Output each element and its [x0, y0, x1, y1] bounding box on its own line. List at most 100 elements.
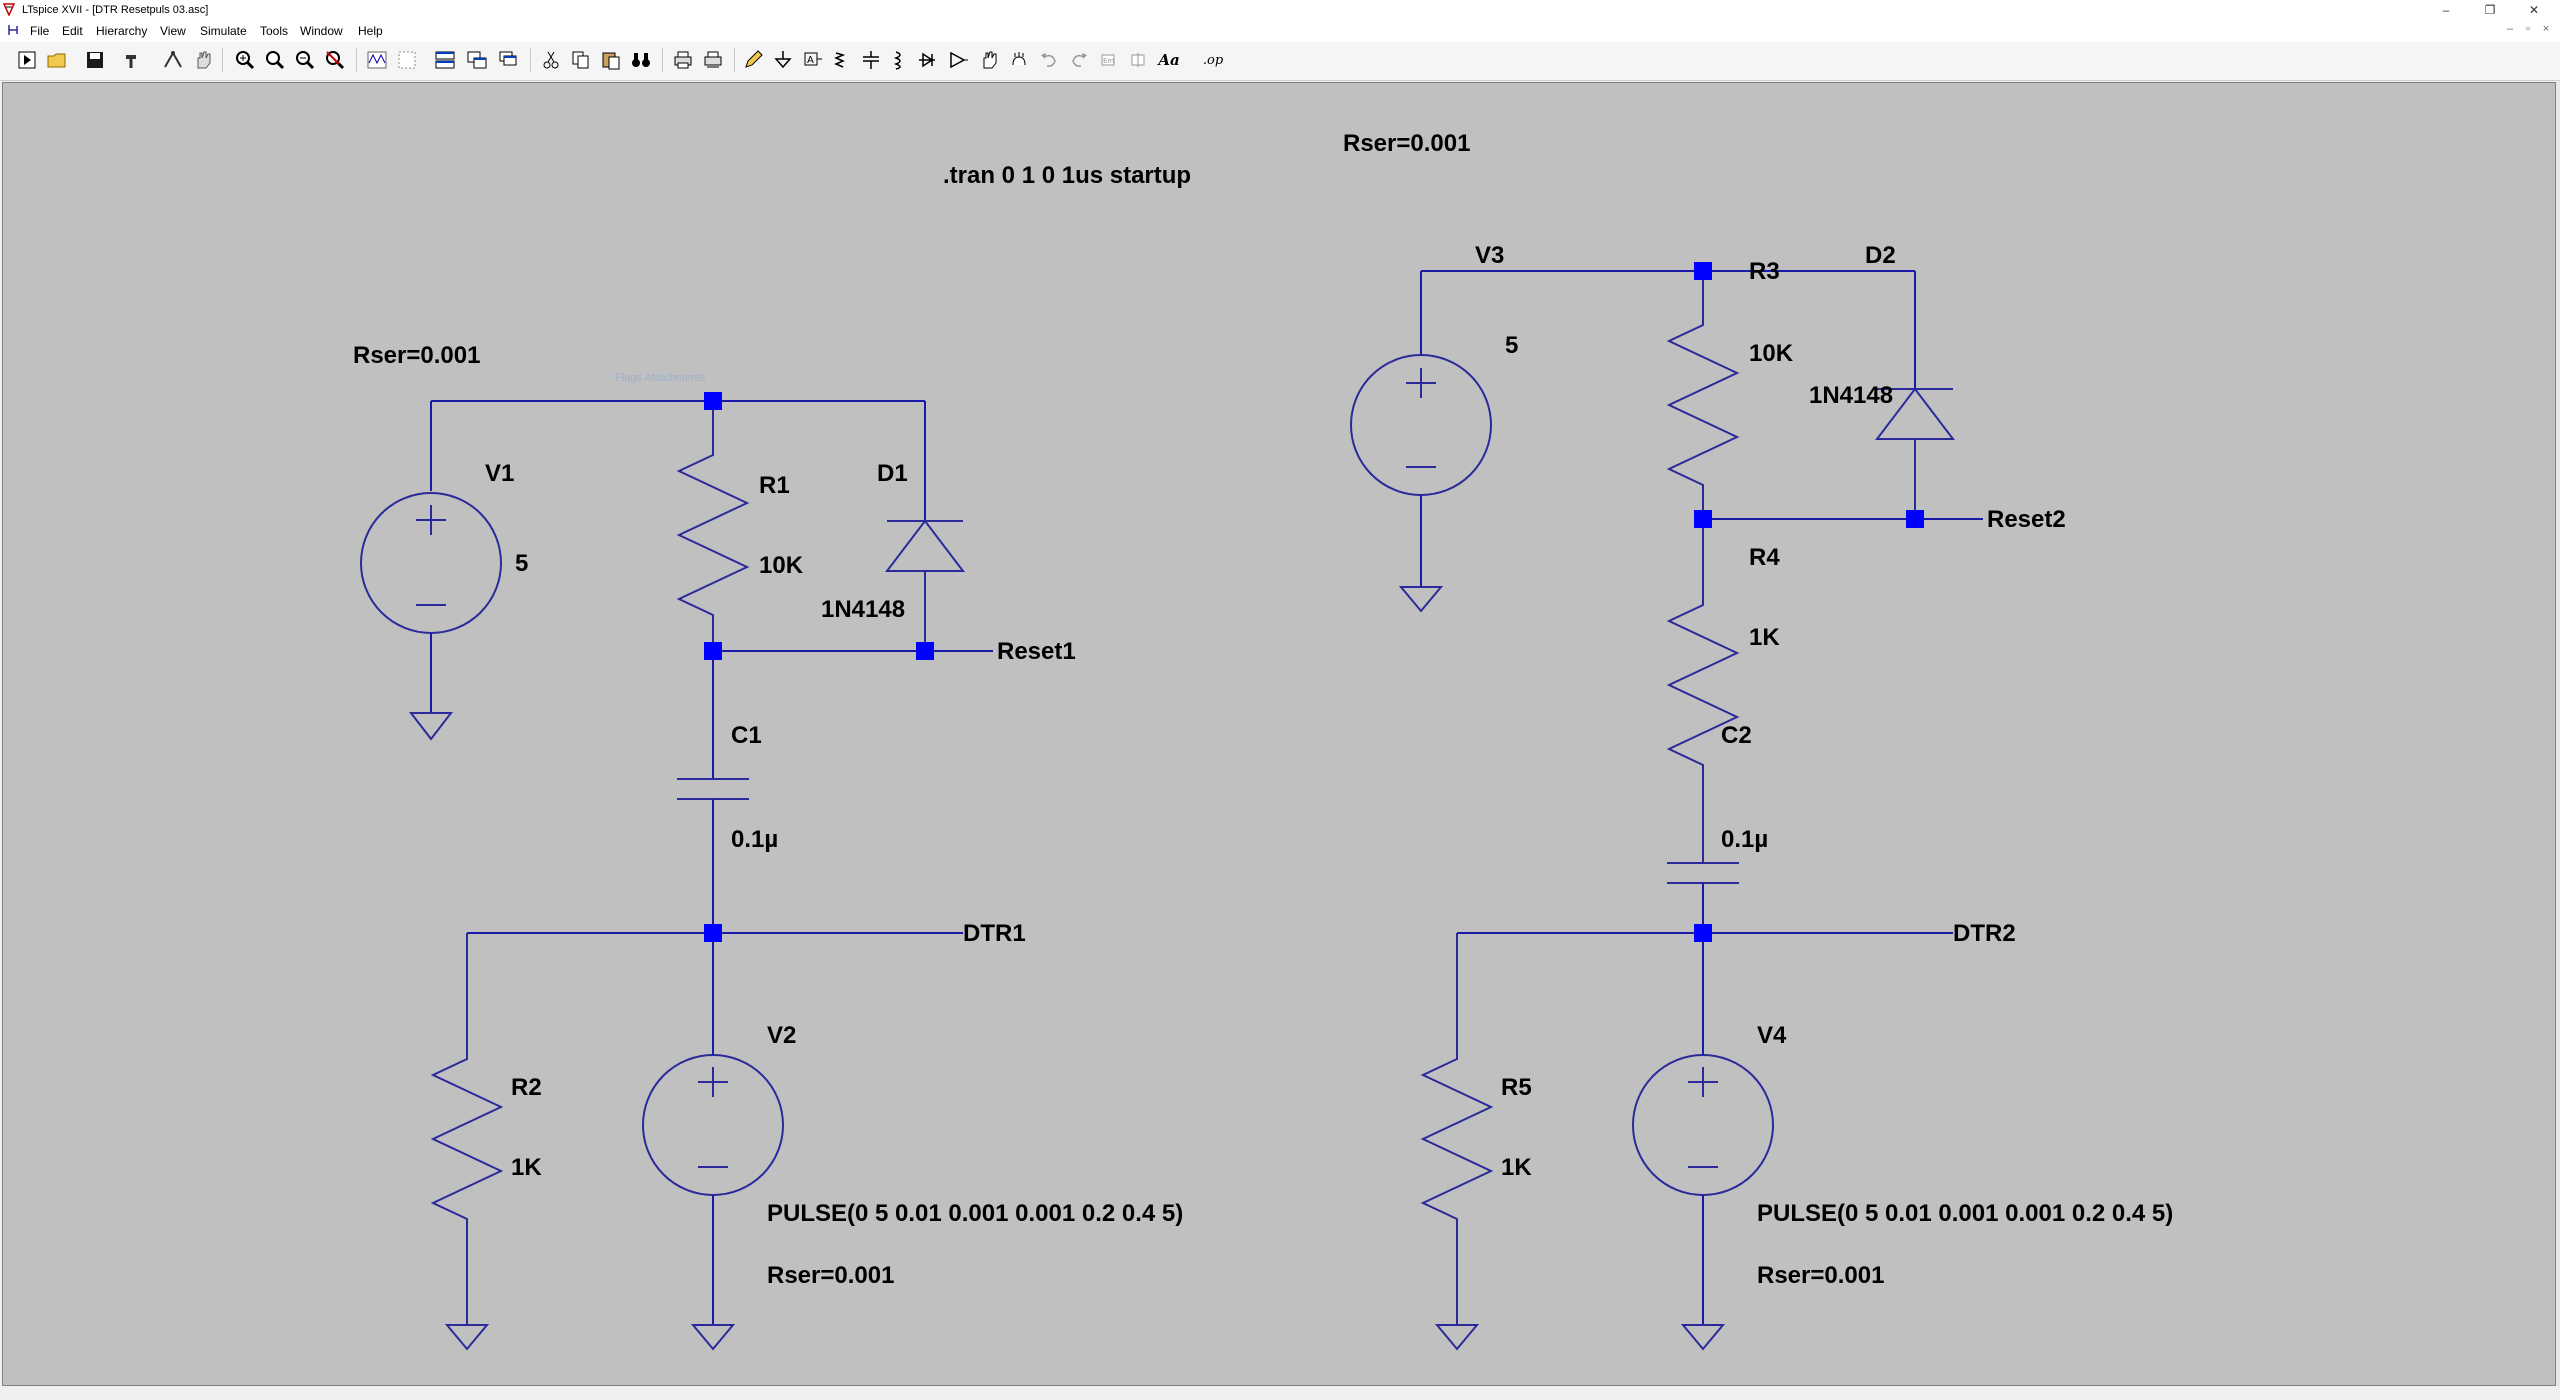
cascade-button[interactable]: [496, 47, 522, 73]
capacitor-button[interactable]: [858, 47, 884, 73]
d2-value-label[interactable]: 1N4148: [1809, 382, 1893, 409]
schematic-document-icon[interactable]: [6, 23, 20, 37]
v1-value-label[interactable]: 5: [515, 550, 528, 577]
r2-name-label[interactable]: R2: [511, 1074, 542, 1101]
tile-horizontal-button[interactable]: [432, 47, 458, 73]
close-button[interactable]: ✕: [2528, 3, 2540, 17]
rotate-button[interactable]: Em: [1096, 47, 1122, 73]
draw-wire-button[interactable]: [740, 47, 766, 73]
menu-help[interactable]: Help: [358, 24, 383, 38]
v2-value-label[interactable]: PULSE(0 5 0.01 0.001 0.001 0.2 0.4 5): [767, 1200, 1183, 1227]
open-button[interactable]: [44, 47, 70, 73]
find-button[interactable]: [628, 47, 654, 73]
d1-value-label[interactable]: 1N4148: [821, 596, 905, 623]
menu-view[interactable]: View: [160, 24, 186, 38]
dtr2-net-label[interactable]: DTR2: [1953, 920, 2016, 947]
ground-icon[interactable]: [444, 1324, 490, 1351]
schematic-canvas[interactable]: Flags Attachments Rser=0.001 V1 5 R1 10K…: [2, 82, 2556, 1386]
c1-name-label[interactable]: C1: [731, 722, 762, 749]
dtr1-net-label[interactable]: DTR1: [963, 920, 1026, 947]
c2-capacitor[interactable]: [1667, 862, 1739, 884]
move-button[interactable]: [976, 47, 1002, 73]
r5-value-label[interactable]: 1K: [1501, 1154, 1532, 1181]
restore-button[interactable]: ❐: [2484, 3, 2496, 17]
menu-simulate[interactable]: Simulate: [200, 24, 247, 38]
r3-value-label[interactable]: 10K: [1749, 340, 1794, 367]
v4-value-label[interactable]: PULSE(0 5 0.01 0.001 0.001 0.2 0.4 5): [1757, 1200, 2173, 1227]
autorange-button[interactable]: [364, 47, 390, 73]
save-button[interactable]: [82, 47, 108, 73]
ground-icon[interactable]: [690, 1324, 736, 1351]
r3-resistor[interactable]: [1666, 271, 1740, 519]
text-button[interactable]: Aa: [1156, 47, 1182, 73]
drag-button[interactable]: [1006, 47, 1032, 73]
copy-button[interactable]: [568, 47, 594, 73]
r2-value-label[interactable]: 1K: [511, 1154, 542, 1181]
d1-diode[interactable]: [884, 519, 966, 651]
component-button[interactable]: [946, 47, 972, 73]
d2-name-label[interactable]: D2: [1865, 242, 1896, 269]
d1-name-label[interactable]: D1: [877, 460, 908, 487]
zoom-to-cursor-button[interactable]: [394, 47, 420, 73]
zoom-fit-button[interactable]: [322, 47, 348, 73]
redo-button[interactable]: [1066, 47, 1092, 73]
menu-file[interactable]: File: [30, 24, 50, 38]
resistor-button[interactable]: [830, 47, 856, 73]
c1-capacitor[interactable]: [677, 778, 749, 800]
spice-directive-button[interactable]: .op: [1200, 47, 1226, 73]
menu-hierarchy[interactable]: Hierarchy: [96, 24, 148, 38]
r4-resistor[interactable]: [1666, 519, 1740, 863]
v2-rser-label[interactable]: Rser=0.001: [767, 1262, 894, 1289]
v2-name-label[interactable]: V2: [767, 1022, 796, 1049]
v3-value-label[interactable]: 5: [1505, 332, 1518, 359]
zoom-out-button[interactable]: [292, 47, 318, 73]
print-preview-button[interactable]: [700, 47, 726, 73]
ground-icon[interactable]: [1398, 586, 1444, 613]
paste-button[interactable]: [598, 47, 624, 73]
mdi-close-button[interactable]: ×: [2542, 23, 2550, 35]
ltspice-app-icon[interactable]: [3, 3, 15, 16]
tran-directive[interactable]: .tran 0 1 0 1us startup: [943, 162, 1191, 189]
mdi-restore-button[interactable]: ▫: [2526, 23, 2530, 35]
menu-edit[interactable]: Edit: [62, 24, 83, 38]
control-panel-button[interactable]: [120, 47, 146, 73]
reset2-net-label[interactable]: Reset2: [1987, 506, 2066, 533]
r1-value-label[interactable]: 10K: [759, 552, 804, 579]
mirror-button[interactable]: [1126, 47, 1152, 73]
menu-tools[interactable]: Tools: [260, 24, 289, 38]
v4-name-label[interactable]: V4: [1757, 1022, 1787, 1049]
run-button[interactable]: [160, 47, 186, 73]
label-net-button[interactable]: A: [800, 47, 826, 73]
v1-name-label[interactable]: V1: [485, 460, 514, 487]
reset1-net-label[interactable]: Reset1: [997, 638, 1076, 665]
v3-rser-label[interactable]: Rser=0.001: [1343, 130, 1470, 157]
minimize-button[interactable]: –: [2442, 3, 2450, 17]
c1-value-label[interactable]: 0.1µ: [731, 826, 778, 853]
mdi-minimize-button[interactable]: –: [2506, 23, 2514, 35]
c2-name-label[interactable]: C2: [1721, 722, 1752, 749]
print-button[interactable]: [670, 47, 696, 73]
ground-icon[interactable]: [408, 712, 454, 741]
diode-button[interactable]: [914, 47, 940, 73]
new-schematic-button[interactable]: [14, 47, 40, 73]
zoom-in-button[interactable]: [232, 47, 258, 73]
r1-name-label[interactable]: R1: [759, 472, 790, 499]
r3-name-label[interactable]: R3: [1749, 258, 1780, 285]
c2-value-label[interactable]: 0.1µ: [1721, 826, 1768, 853]
pan-button[interactable]: [262, 47, 288, 73]
ground-button[interactable]: [770, 47, 796, 73]
menu-window[interactable]: Window: [300, 24, 343, 38]
cut-button[interactable]: [538, 47, 564, 73]
schematic-drawing[interactable]: Flags Attachments Rser=0.001 V1 5 R1 10K…: [3, 83, 2555, 1385]
r4-value-label[interactable]: 1K: [1749, 624, 1780, 651]
r5-name-label[interactable]: R5: [1501, 1074, 1532, 1101]
d2-diode[interactable]: [1874, 387, 1956, 519]
tile-vertical-button[interactable]: [464, 47, 490, 73]
inductor-button[interactable]: [886, 47, 912, 73]
v4-rser-label[interactable]: Rser=0.001: [1757, 1262, 1884, 1289]
r5-resistor[interactable]: [1420, 933, 1494, 1325]
ground-icon[interactable]: [1680, 1324, 1726, 1351]
halt-button[interactable]: [190, 47, 216, 73]
v3-name-label[interactable]: V3: [1475, 242, 1504, 269]
r2-resistor[interactable]: [430, 933, 504, 1325]
